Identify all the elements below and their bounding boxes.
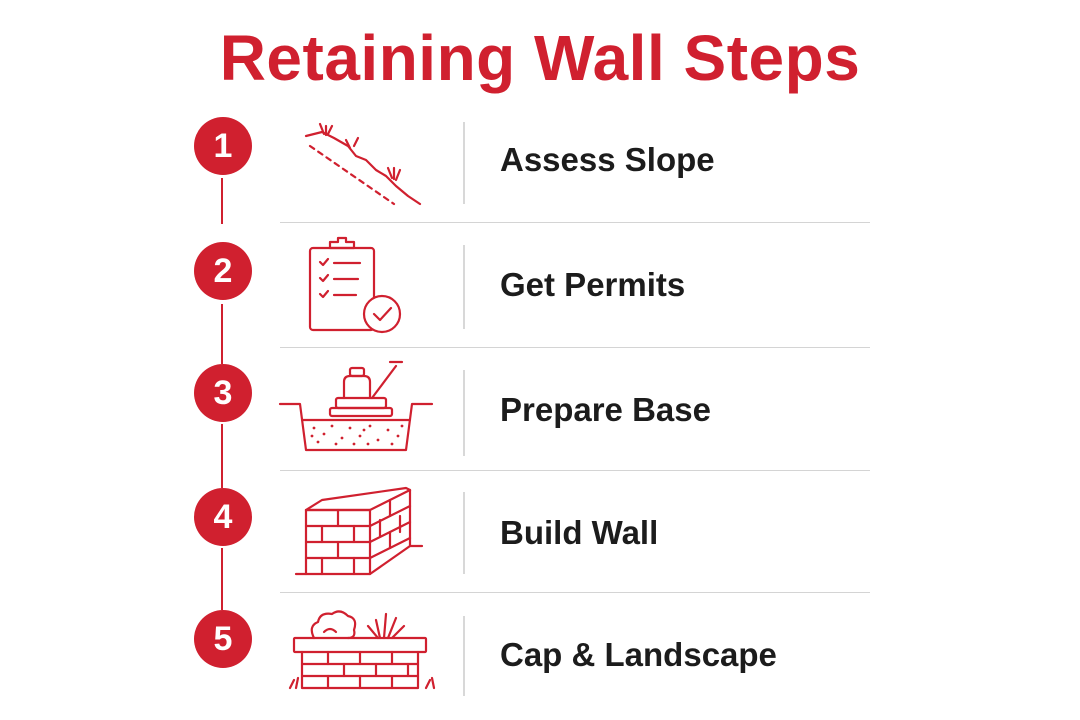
row-divider: [280, 347, 870, 348]
vertical-divider: [463, 616, 465, 696]
brick-wall-icon: [294, 484, 426, 578]
timeline-connector: [221, 424, 223, 488]
vertical-divider: [463, 370, 465, 456]
step-number-badge: 4: [194, 488, 252, 546]
capped-wall-plants-icon: [288, 604, 438, 694]
step-number-badge: 1: [194, 117, 252, 175]
row-divider: [280, 470, 870, 471]
row-divider: [280, 222, 870, 223]
step-label: Get Permits: [500, 266, 686, 303]
clipboard-check-icon: [308, 236, 408, 334]
vertical-divider: [463, 245, 465, 329]
row-divider: [280, 592, 870, 593]
step-label: Build Wall: [500, 514, 659, 551]
step-label: Assess Slope: [500, 141, 715, 178]
step-label: Cap & Landscape: [500, 636, 777, 673]
step-number-badge: 3: [194, 364, 252, 422]
timeline-connector: [221, 304, 223, 364]
page-title: Retaining Wall Steps: [219, 22, 861, 94]
slope-icon: [300, 122, 426, 208]
timeline-connector: [221, 178, 223, 224]
timeline-connector: [221, 548, 223, 610]
step-label: Prepare Base: [500, 391, 711, 428]
vertical-divider: [463, 492, 465, 574]
plate-compactor-icon: [278, 358, 434, 454]
step-number-badge: 2: [194, 242, 252, 300]
vertical-divider: [463, 122, 465, 204]
step-number-badge: 5: [194, 610, 252, 668]
